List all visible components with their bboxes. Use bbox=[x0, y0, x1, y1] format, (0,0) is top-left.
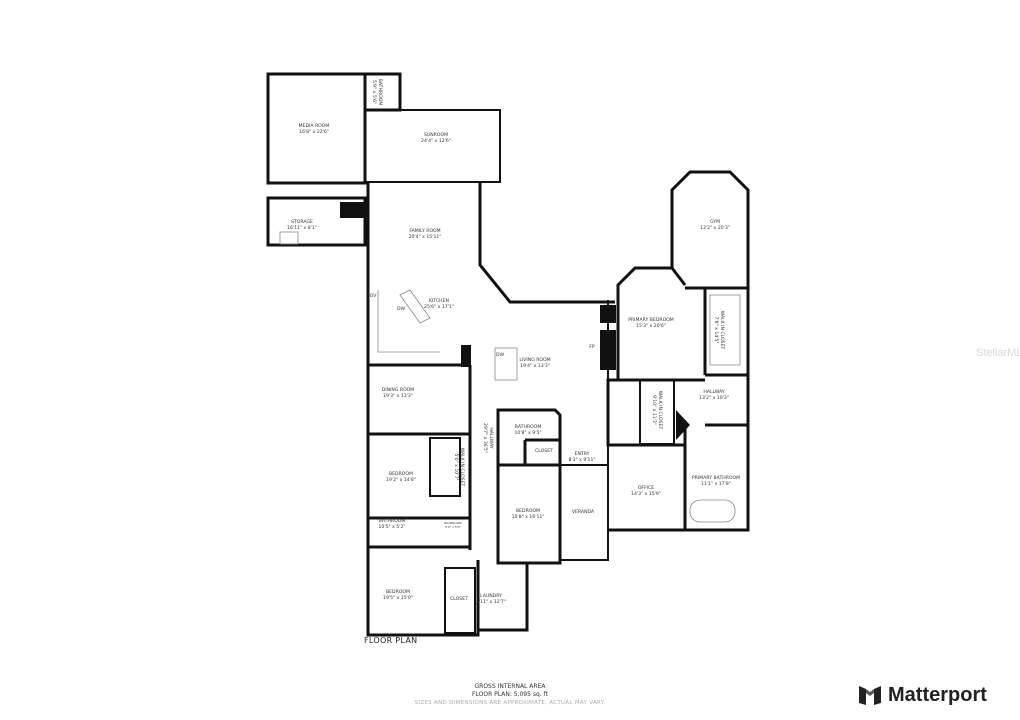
fireplace-label: FP bbox=[589, 345, 595, 350]
oven-label: OV bbox=[369, 294, 377, 299]
brand-name: Matterport bbox=[888, 683, 987, 706]
kitchen-island bbox=[494, 347, 518, 381]
main-block-walls bbox=[366, 182, 615, 637]
floor-area: FLOOR PLAN: 5,095 sq. ft bbox=[472, 691, 548, 698]
kitchen-counter bbox=[399, 289, 431, 324]
floor-plan-label: FLOOR PLAN bbox=[364, 636, 418, 645]
watermark: StellarMLS bbox=[976, 347, 1020, 359]
room-closet-center: CLOSET bbox=[535, 449, 553, 454]
dishwasher-label: DW bbox=[396, 307, 406, 312]
gross-area-heading: GROSS INTERNAL AREA bbox=[474, 683, 546, 690]
sunroom-walls bbox=[364, 109, 501, 183]
room-veranda: VERANDA bbox=[571, 510, 595, 515]
room-closet-lower: CLOSET bbox=[450, 597, 468, 602]
primary-suite-walls bbox=[606, 170, 750, 532]
dishwasher-label: DW bbox=[495, 353, 505, 358]
bathtub bbox=[689, 499, 736, 523]
matterport-logo-icon bbox=[859, 686, 881, 705]
matterport-logo: Matterport bbox=[858, 683, 987, 707]
disclaimer: SIZES AND DIMENSIONS ARE APPROXIMATE, AC… bbox=[414, 700, 606, 706]
storage-walls bbox=[266, 196, 367, 247]
